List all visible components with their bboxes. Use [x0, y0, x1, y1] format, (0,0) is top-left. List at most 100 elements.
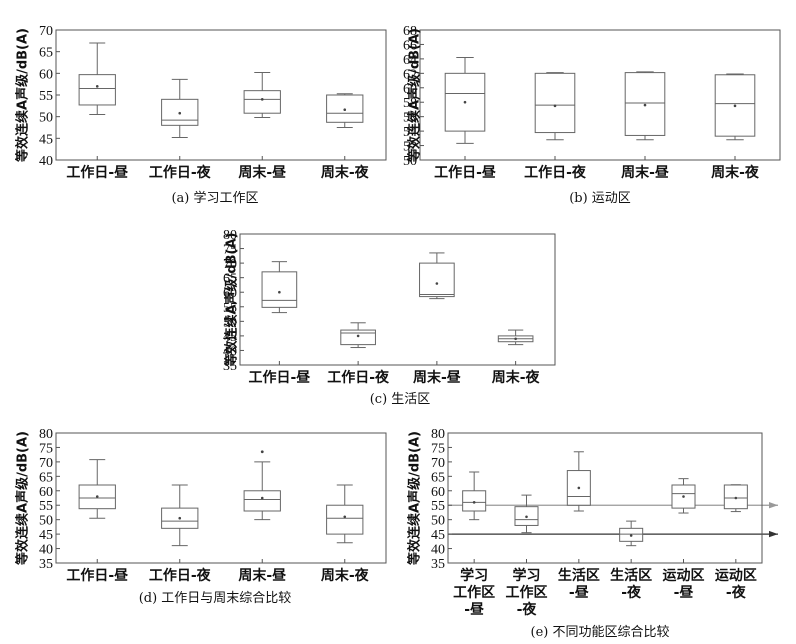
y-tick-label: 50 — [39, 514, 53, 529]
y-tick-label: 75 — [39, 441, 53, 456]
box-3 — [566, 451, 591, 512]
outlier-marker — [260, 450, 264, 454]
x-category-label-line: 周末-夜 — [711, 164, 760, 181]
box-3 — [243, 71, 281, 119]
mean-marker — [260, 496, 264, 500]
x-category-label: 学习工作区-夜 — [506, 567, 548, 618]
x-category-label-line: 生活区 — [610, 567, 652, 584]
mean-marker — [514, 337, 517, 341]
y-tick-label: 65 — [39, 470, 53, 485]
x-category-label-line: 周末-昼 — [413, 369, 461, 386]
reference-line-arrow — [769, 502, 778, 509]
x-category-label-line: 工作日-夜 — [149, 567, 212, 584]
panel-caption: (c) 生活区 — [370, 392, 431, 407]
y-tick-label: 55 — [223, 301, 237, 316]
y-tick-label: 68 — [403, 24, 417, 39]
mean-marker — [278, 290, 281, 294]
mean-marker — [356, 334, 360, 338]
y-tick-label: 35 — [223, 359, 237, 374]
y-tick-label: 70 — [39, 456, 53, 471]
y-tick-label: 45 — [223, 330, 237, 345]
x-category-label-line: 周末-夜 — [321, 567, 370, 584]
y-tick-label: 65 — [223, 272, 237, 287]
x-category-label-line: -昼 — [674, 585, 694, 601]
box-1 — [78, 42, 116, 115]
chart-panel-d: 35404550556065707580等效连续A声级/dB(A)工作日-昼工作… — [15, 427, 387, 606]
y-tick-label: 70 — [431, 456, 445, 471]
x-category-label-line: -昼 — [569, 585, 589, 601]
y-tick-label: 55 — [431, 499, 445, 514]
x-category-label: 运动区-夜 — [715, 567, 757, 601]
x-category-label-line: 周末-夜 — [321, 164, 370, 181]
box-1 — [261, 261, 298, 314]
x-category-label: 工作日-夜 — [524, 164, 587, 181]
mean-marker — [472, 501, 476, 504]
y-tick-label: 70 — [39, 24, 53, 39]
x-category-label-line: 学习 — [460, 567, 488, 584]
mean-marker — [435, 282, 439, 285]
x-category-label: 周末-夜 — [321, 567, 370, 584]
x-category-label-line: 生活区 — [558, 567, 600, 584]
mean-marker — [525, 515, 528, 519]
y-tick-label: 50 — [403, 154, 417, 169]
box-1 — [78, 459, 116, 519]
box-iqr — [534, 72, 576, 134]
mean-marker — [733, 104, 737, 108]
reference-line-arrow — [769, 530, 778, 538]
box-iqr — [243, 490, 281, 512]
y-tick-label: 60 — [403, 82, 417, 97]
y-tick-label: 64 — [403, 53, 417, 68]
x-category-label: 周末-夜 — [321, 164, 370, 181]
box-iqr — [78, 74, 116, 106]
x-category-label: 工作日-夜 — [149, 567, 212, 584]
box-2 — [161, 78, 199, 138]
box-4 — [326, 484, 364, 544]
y-tick-label: 40 — [39, 154, 53, 169]
y-tick-label: 54 — [403, 125, 417, 140]
y-tick-label: 60 — [223, 286, 237, 301]
chart-panel-c: 35404550556065707580等效连续A声级/dB(A)工作日-昼工作… — [223, 228, 556, 407]
x-category-label: 周末-昼 — [621, 164, 669, 181]
box-6 — [723, 484, 748, 513]
y-tick-label: 65 — [39, 46, 53, 61]
x-category-label: 学习工作区-昼 — [453, 567, 495, 618]
y-tick-label: 40 — [39, 543, 53, 558]
box-4 — [497, 329, 534, 346]
box-iqr — [261, 271, 298, 308]
x-category-label: 周末-夜 — [711, 164, 760, 181]
mean-marker — [577, 486, 581, 490]
x-category-label: 运动区-昼 — [663, 567, 705, 601]
box-iqr — [419, 262, 455, 298]
mean-marker — [343, 515, 347, 519]
x-category-label: 工作日-昼 — [66, 164, 128, 181]
chart-panel-e: 35404550556065707580等效连续A声级/dB(A)学习工作区-昼… — [407, 427, 778, 640]
x-category-label-line: 工作日-昼 — [434, 164, 496, 181]
y-tick-label: 45 — [431, 528, 445, 543]
x-category-label-line: 工作区 — [453, 584, 495, 601]
x-category-label: 周末-昼 — [238, 164, 286, 181]
panel-caption: (a) 学习工作区 — [171, 190, 258, 206]
panel-caption: (b) 运动区 — [569, 191, 631, 206]
y-tick-label: 60 — [431, 485, 445, 500]
box-1 — [462, 471, 487, 521]
plot-frame — [239, 233, 556, 366]
y-tick-label: 80 — [39, 427, 53, 442]
x-category-label: 生活区-昼 — [558, 567, 600, 601]
y-tick-label: 58 — [403, 96, 417, 111]
x-category-label-line: -夜 — [517, 601, 538, 618]
box-4 — [619, 520, 644, 547]
x-category-label-line: 周末-昼 — [238, 164, 286, 181]
x-category-label: 生活区-夜 — [610, 567, 652, 601]
y-axis-label: 等效连续A声级/dB(A) — [407, 28, 423, 163]
y-axis-label: 等效连续A声级/dB(A) — [224, 233, 240, 368]
box-1 — [444, 56, 486, 144]
mean-marker — [95, 85, 99, 88]
y-tick-label: 52 — [403, 140, 417, 155]
x-category-label-line: 工作日-夜 — [524, 164, 587, 181]
y-tick-label: 35 — [39, 557, 53, 572]
y-tick-label: 80 — [431, 427, 445, 442]
mean-marker — [343, 108, 347, 112]
box-4 — [714, 73, 756, 141]
x-category-label-line: 周末-昼 — [238, 567, 286, 584]
